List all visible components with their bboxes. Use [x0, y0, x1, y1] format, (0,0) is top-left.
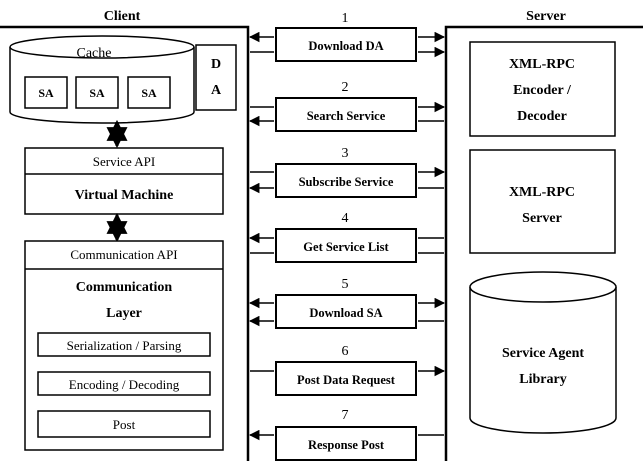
message-post-data-request: 6 Post Data Request: [250, 344, 446, 396]
cache-sa-label: SA: [38, 86, 54, 100]
da-box: [195, 44, 237, 111]
library-label-line2: Library: [519, 372, 566, 387]
message-number: 1: [342, 11, 349, 26]
message-label: Download DA: [308, 39, 383, 53]
server-title: Server: [526, 9, 566, 24]
message-label: Response Post: [308, 438, 385, 452]
cache-sa-box: [127, 76, 171, 109]
virtual-machine-box: [24, 147, 224, 215]
message-response-post: 7 Response Post: [248, 408, 444, 461]
message-number: 3: [342, 146, 349, 161]
message-label: Get Service List: [303, 240, 389, 254]
cache-sa-items: SA SA SA: [24, 76, 171, 109]
cache-sa-label: SA: [89, 86, 105, 100]
message-number: 6: [342, 344, 349, 359]
communication-api-label: Communication API: [70, 247, 177, 262]
encoder-label-line2: Encoder /: [513, 83, 572, 98]
library-label-line1: Service Agent: [502, 346, 584, 361]
message-download-da: 1 Download DA: [248, 11, 446, 62]
cache-sa-box: [75, 76, 119, 109]
virtual-machine-label: Virtual Machine: [75, 188, 174, 203]
message-label: Download SA: [309, 306, 382, 320]
service-agent-library-cylinder: Service Agent Library: [469, 271, 617, 434]
message-label: Subscribe Service: [299, 175, 394, 189]
message-get-service-list: 4 Get Service List: [248, 211, 444, 263]
cache-label: Cache: [77, 46, 112, 61]
xml-rpc-server-box: [469, 149, 616, 254]
encoder-label-line1: XML-RPC: [509, 57, 575, 72]
message-download-sa: 5 Download SA: [248, 277, 446, 329]
post-box: [37, 410, 211, 438]
serialization-label: Serialization / Parsing: [67, 338, 182, 353]
encoding-label: Encoding / Decoding: [69, 377, 180, 392]
da-label-line2: A: [211, 83, 222, 98]
cache-sa-box: [24, 76, 68, 109]
message-label: Search Service: [307, 109, 386, 123]
post-label: Post: [113, 417, 136, 432]
communication-layer-label-line1: Communication: [76, 280, 173, 295]
message-number: 4: [342, 211, 349, 226]
client-title: Client: [104, 9, 141, 24]
service-api-label: Service API: [93, 154, 155, 169]
message-subscribe-service: 3 Subscribe Service: [248, 146, 446, 198]
message-number: 7: [342, 408, 349, 423]
communication-layer-label-line2: Layer: [106, 306, 142, 321]
cache-sa-label: SA: [141, 86, 157, 100]
message-search-service: 2 Search Service: [248, 80, 446, 132]
client-frame: [0, 25, 250, 461]
message-label: Post Data Request: [297, 373, 396, 387]
encoding-box: [37, 371, 211, 396]
xml-rpc-encoder-box: [469, 41, 616, 137]
serialization-box: [37, 332, 211, 357]
server-frame: [444, 25, 643, 461]
da-label-line1: D: [211, 57, 221, 72]
rpc-server-label-line1: XML-RPC: [509, 185, 575, 200]
encoder-label-line3: Decoder: [517, 109, 567, 124]
message-number: 5: [342, 277, 349, 292]
message-number: 2: [342, 80, 349, 95]
rpc-server-label-line2: Server: [522, 211, 562, 226]
